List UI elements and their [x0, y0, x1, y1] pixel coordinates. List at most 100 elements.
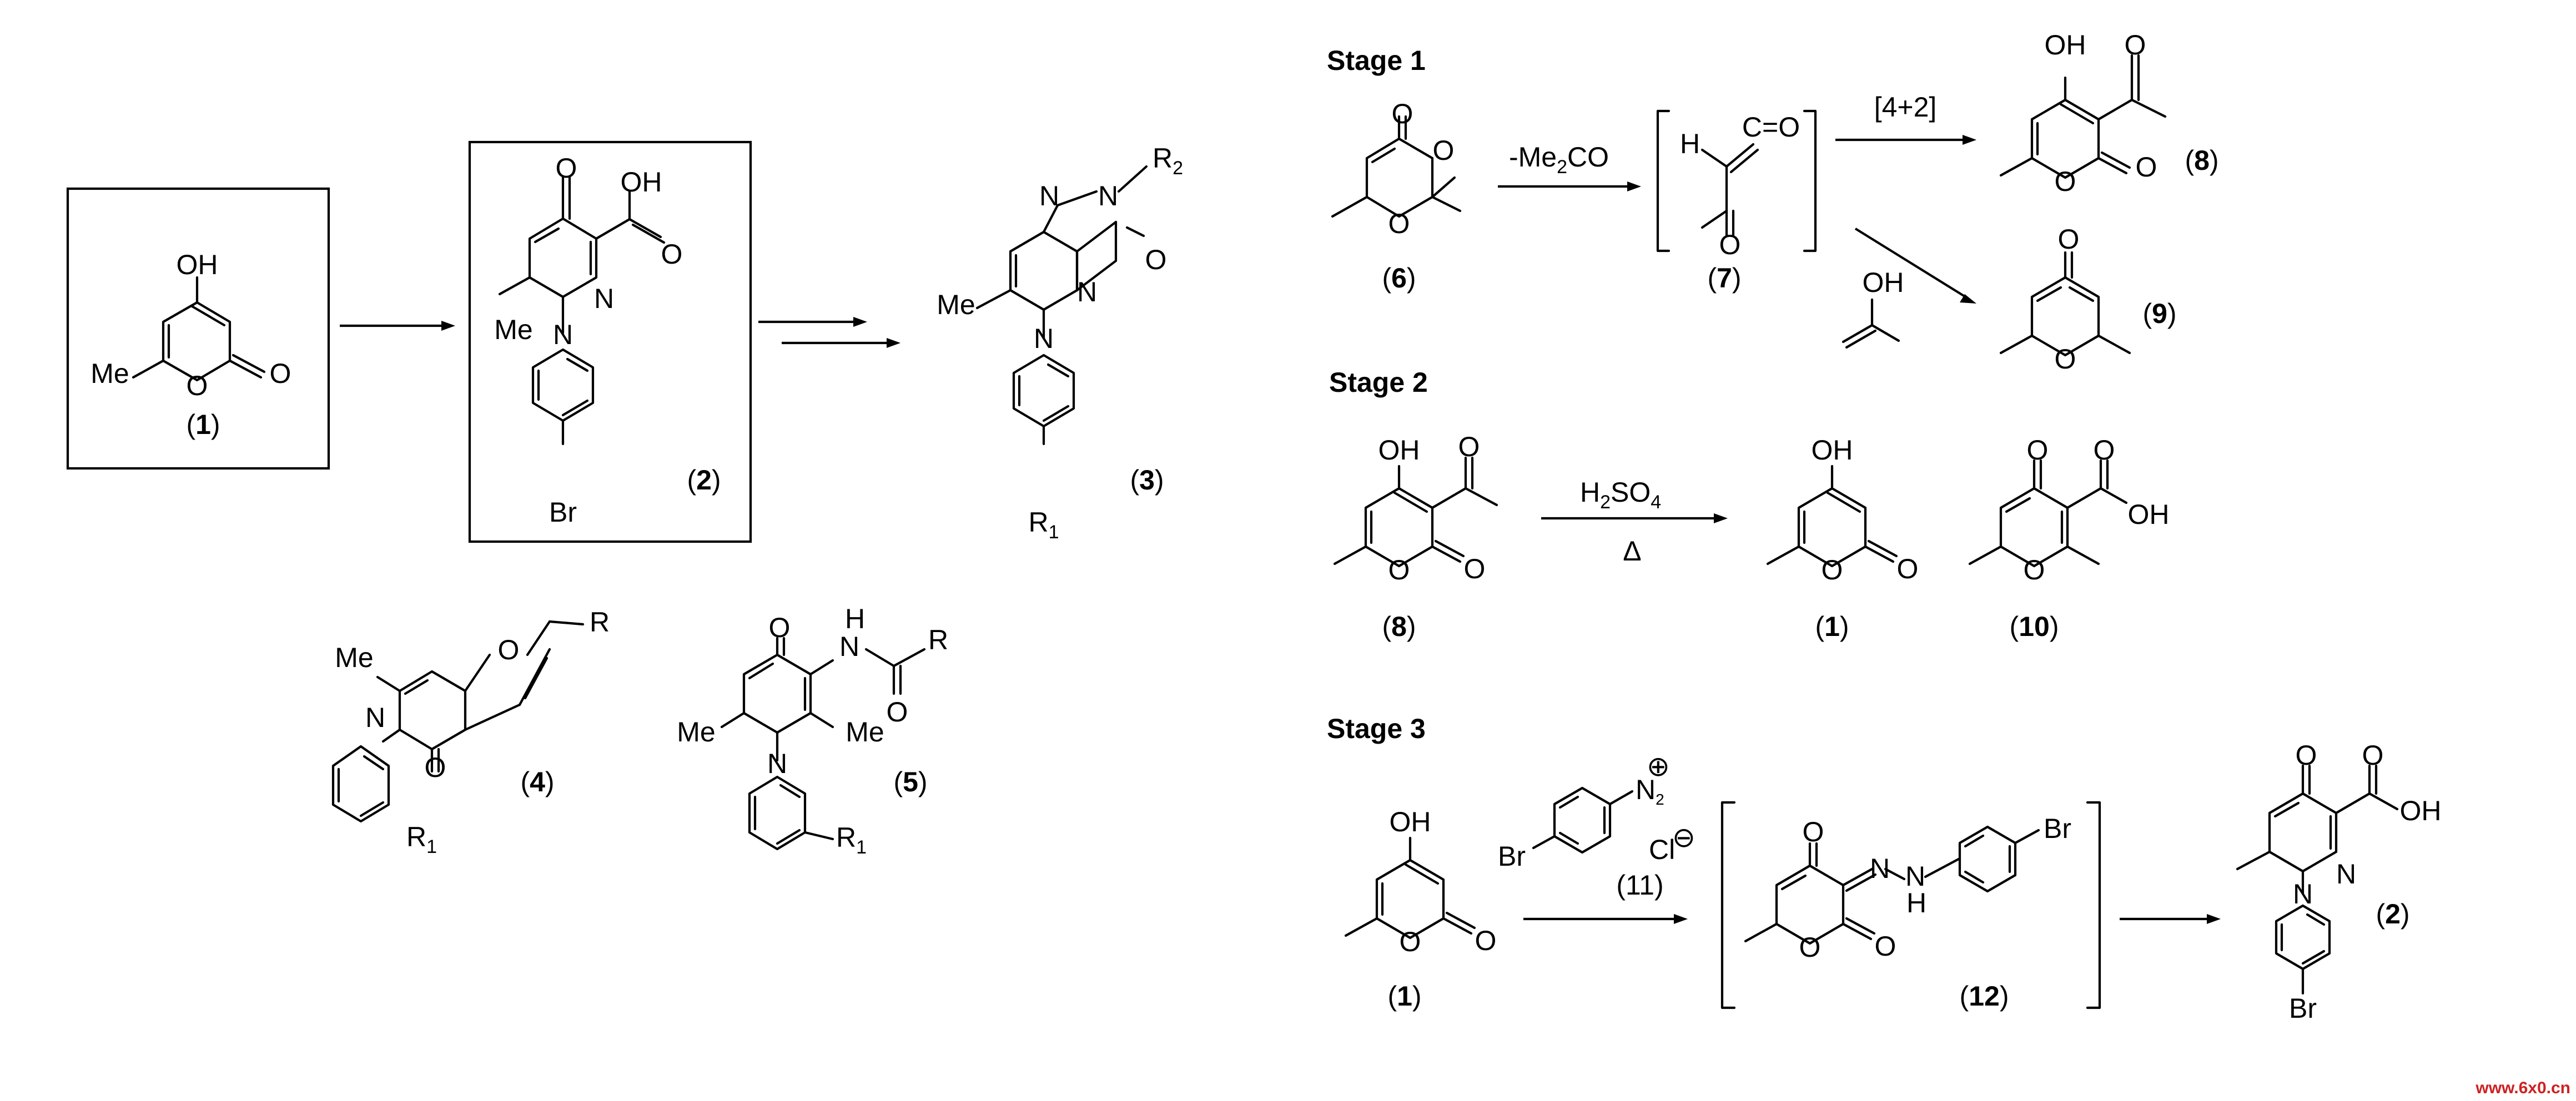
ring-oxygen: O — [1400, 926, 1421, 957]
acetyl-oxygen: O — [2125, 29, 2146, 60]
ring-oxygen: O — [2055, 166, 2076, 197]
stage-1-title: Stage 1 — [1327, 45, 1426, 76]
ring-oxygen: O — [187, 370, 208, 401]
hydrazone-nitrogen: N — [1905, 861, 1925, 892]
arrow-12-to-2 — [2120, 914, 2221, 924]
ketone-oxygen: O — [2058, 224, 2080, 255]
oh-label: OH — [621, 166, 662, 198]
structure-compound-6: O O O — [1331, 98, 1462, 239]
compound-label-8b: (8) — [1382, 611, 1416, 642]
arrow-7-to-9: OH — [1842, 228, 1976, 349]
carbonyl-oxygen: O — [1464, 553, 1486, 584]
ketone-oxygen: O — [425, 752, 446, 783]
ketone-oxygen: O — [1719, 229, 1741, 260]
compound-label-4: (4) — [520, 766, 554, 797]
methyl-label: Me — [846, 716, 884, 748]
arrow-6-to-7: -Me2CO — [1498, 142, 1641, 191]
chloride-label: Cl — [1649, 834, 1675, 865]
box-compound-1 — [66, 187, 330, 470]
compound-label-2b: (2) — [2376, 898, 2409, 930]
nh-label: H — [845, 603, 865, 634]
carbonyl-oxygen: O — [1475, 925, 1497, 956]
nitrogen-label: N — [839, 631, 859, 662]
structure-compound-9: O O — [1999, 224, 2131, 375]
nitrogen-label: N — [767, 748, 787, 779]
oh-label: OH — [177, 249, 218, 280]
ketone-oxygen: O — [2296, 740, 2317, 771]
ketone-oxygen: O — [1803, 816, 1824, 847]
arrow-1-to-12 — [1523, 914, 1688, 924]
oh-label: OH — [2400, 795, 2442, 826]
structure-compound-4: O R Me N O R1 — [331, 607, 610, 857]
methyl-label: Me — [494, 314, 532, 345]
r2-label: R2 — [1153, 143, 1183, 179]
watermark: www.6x0.cn — [2475, 1079, 2570, 1097]
compound-label-1b: (1) — [1815, 611, 1849, 642]
structure-compound-8-stage1: OH O O O — [1999, 29, 2167, 197]
bracket-intermediate-7: H C=O O — [1656, 109, 1817, 260]
compound-label-10: (10) — [2010, 611, 2059, 642]
oh-label: OH — [1812, 435, 1853, 466]
carbonyl-oxygen: O — [270, 358, 291, 389]
carbonyl-oxygen: O — [1897, 553, 1919, 584]
ketene-carbon-label: C=O — [1742, 112, 1800, 143]
nitrogen-label: N — [1034, 323, 1054, 354]
ring-oxygen: O — [2055, 344, 2076, 375]
ring-oxygen: O — [1799, 932, 1821, 963]
r1-label: R1 — [406, 821, 437, 857]
bracket-intermediate-12: O N N H Br O O — [1720, 801, 2101, 1009]
structure-compound-2: O OH O N N Me Br — [494, 153, 682, 528]
compound-label-1c: (1) — [1387, 981, 1421, 1012]
arrow-8-to-1: H2SO4 Δ — [1541, 477, 1728, 567]
carbonyl-oxygen: O — [1875, 931, 1896, 962]
arrow-1-to-2 — [340, 321, 455, 331]
ring-oxygen: O — [2024, 554, 2045, 585]
methyl-label: Me — [90, 358, 129, 389]
nitrogen-label: N — [2293, 878, 2313, 910]
reagent-cycloaddition: [4+2] — [1874, 92, 1937, 123]
r-label: R — [928, 624, 948, 655]
plus-charge: ⊕ — [1647, 751, 1670, 782]
compound-label-8: (8) — [2185, 145, 2218, 176]
furan-oxygen: O — [498, 634, 520, 665]
ring-oxygen: O — [1822, 554, 1843, 585]
methyl-label: Me — [937, 289, 975, 320]
hydrazone-hydrogen: H — [1906, 887, 1926, 918]
oh-label: OH — [2045, 29, 2086, 60]
nitrogen-label: N — [1039, 180, 1059, 211]
ring-oxygen: O — [1433, 135, 1455, 166]
bromine-label: Br — [549, 497, 577, 528]
structure-compound-1: OH O Me O — [90, 249, 291, 401]
diazonium-label: N2 — [1636, 774, 1664, 808]
compound-label-6: (6) — [1382, 262, 1416, 294]
structure-compound-8-stage2: OH O O O — [1333, 431, 1498, 585]
bromine-label: Br — [2044, 813, 2071, 844]
reagent-acid: H2SO4 — [1580, 477, 1661, 513]
r-label: R — [590, 607, 610, 638]
nitrogen-label: N — [553, 319, 573, 350]
acid-oxygen: O — [2094, 435, 2115, 466]
nitrogen-label: N — [1098, 180, 1118, 211]
oh-label: OH — [2128, 499, 2170, 530]
azo-nitrogen: N — [1870, 853, 1890, 884]
arrow-2-to-3 — [758, 317, 900, 348]
structure-compound-3: N N R2 O N N Me R1 — [937, 143, 1183, 543]
stage-3-title: Stage 3 — [1327, 713, 1426, 744]
ring-oxygen: O — [1388, 554, 1410, 585]
ketone-oxygen: O — [2027, 435, 2049, 466]
nitrogen-label: N — [365, 702, 385, 733]
compound-label-1: (1) — [186, 409, 220, 440]
box-compound-2 — [468, 140, 752, 543]
hydrogen-label: H — [1680, 128, 1700, 159]
compound-label-12: (12) — [1960, 981, 2009, 1012]
r1-label: R1 — [836, 822, 867, 858]
acid-oxygen: O — [2362, 740, 2384, 771]
nitrogen-label: N — [1077, 276, 1097, 307]
compound-label-11: (11) — [1616, 870, 1663, 901]
reagent-heat: Δ — [1623, 536, 1641, 567]
methyl-label: Me — [335, 642, 373, 673]
methyl-label: Me — [677, 716, 715, 748]
oh-label: OH — [1390, 806, 1431, 837]
compound-label-2: (2) — [687, 464, 721, 496]
